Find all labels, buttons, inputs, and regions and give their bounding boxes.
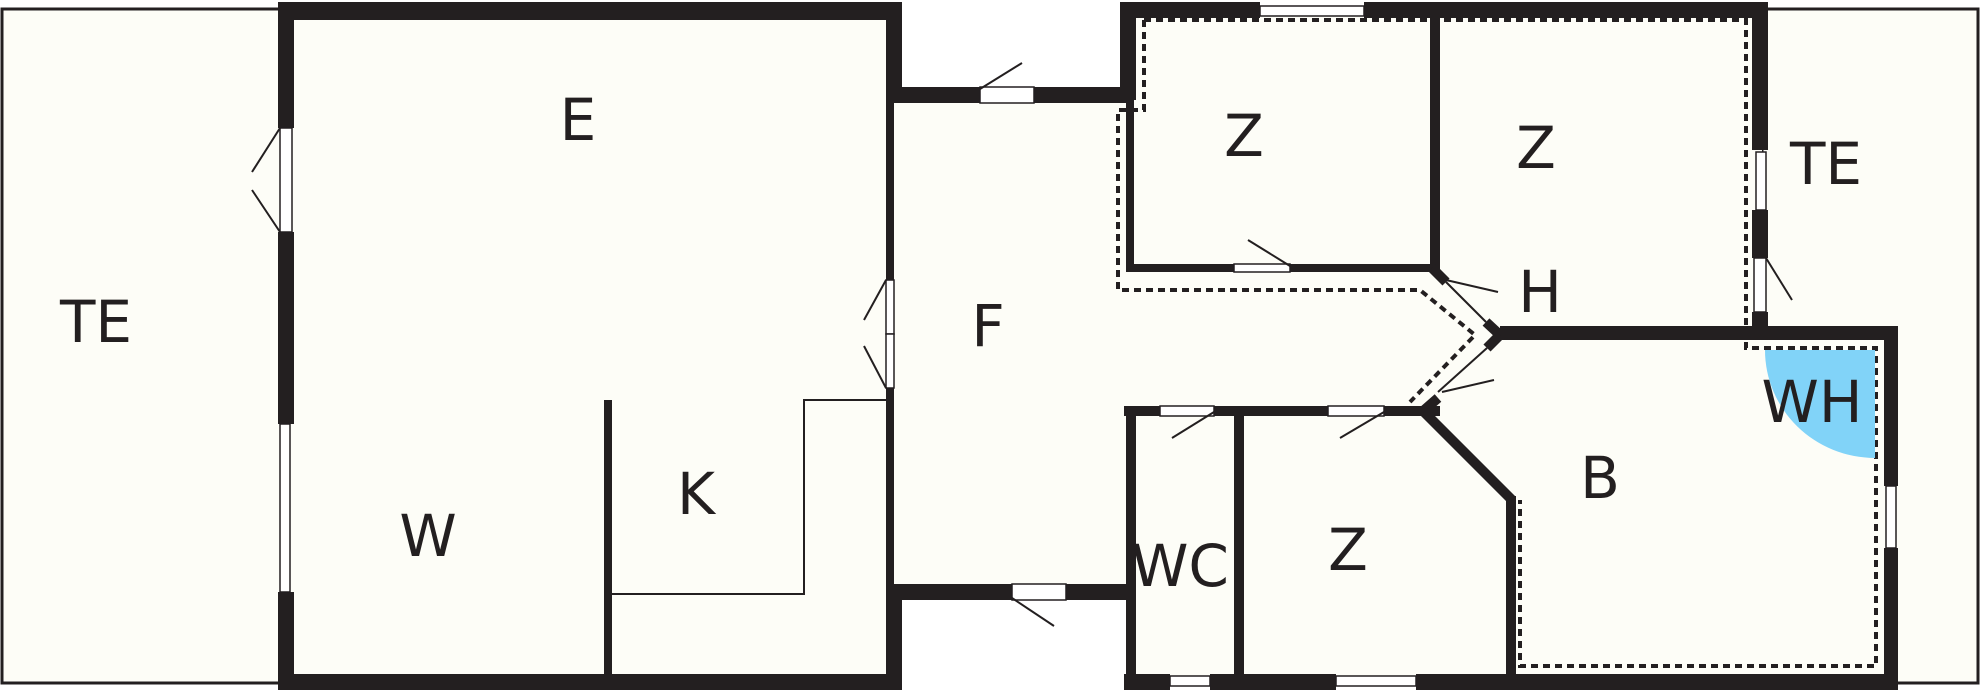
room-label-room-top-left: Z [1224,102,1264,170]
room-label-toilet: WC [1131,532,1229,600]
room-labels: TE E W K F Z Z TE H WC Z B WH [59,86,1863,600]
terrace-left [0,7,284,685]
room-label-kitchen: K [677,460,717,528]
room-label-bathroom: B [1580,444,1620,512]
doors [279,86,1767,601]
walls [278,2,1898,690]
room-label-corridor: H [1518,258,1562,326]
room-label-terrace-left: TE [59,288,132,356]
room-label-room-top-right: Z [1516,114,1556,182]
windows [279,5,1897,687]
room-label-hall: F [971,292,1004,360]
room-label-dining: W [399,502,456,570]
dashed-outlines [1116,18,1878,668]
kitchen-counter [610,399,886,595]
diagonal-walls [1418,264,1516,504]
room-label-room-bottom: Z [1328,516,1368,584]
room-label-terrace-right: TE [1789,130,1862,198]
whirlpool [1765,350,1875,458]
room-label-living: E [560,86,597,154]
door-swings [251,62,1793,627]
floor-areas [282,9,1890,683]
room-label-whirlpool: WH [1762,368,1863,436]
